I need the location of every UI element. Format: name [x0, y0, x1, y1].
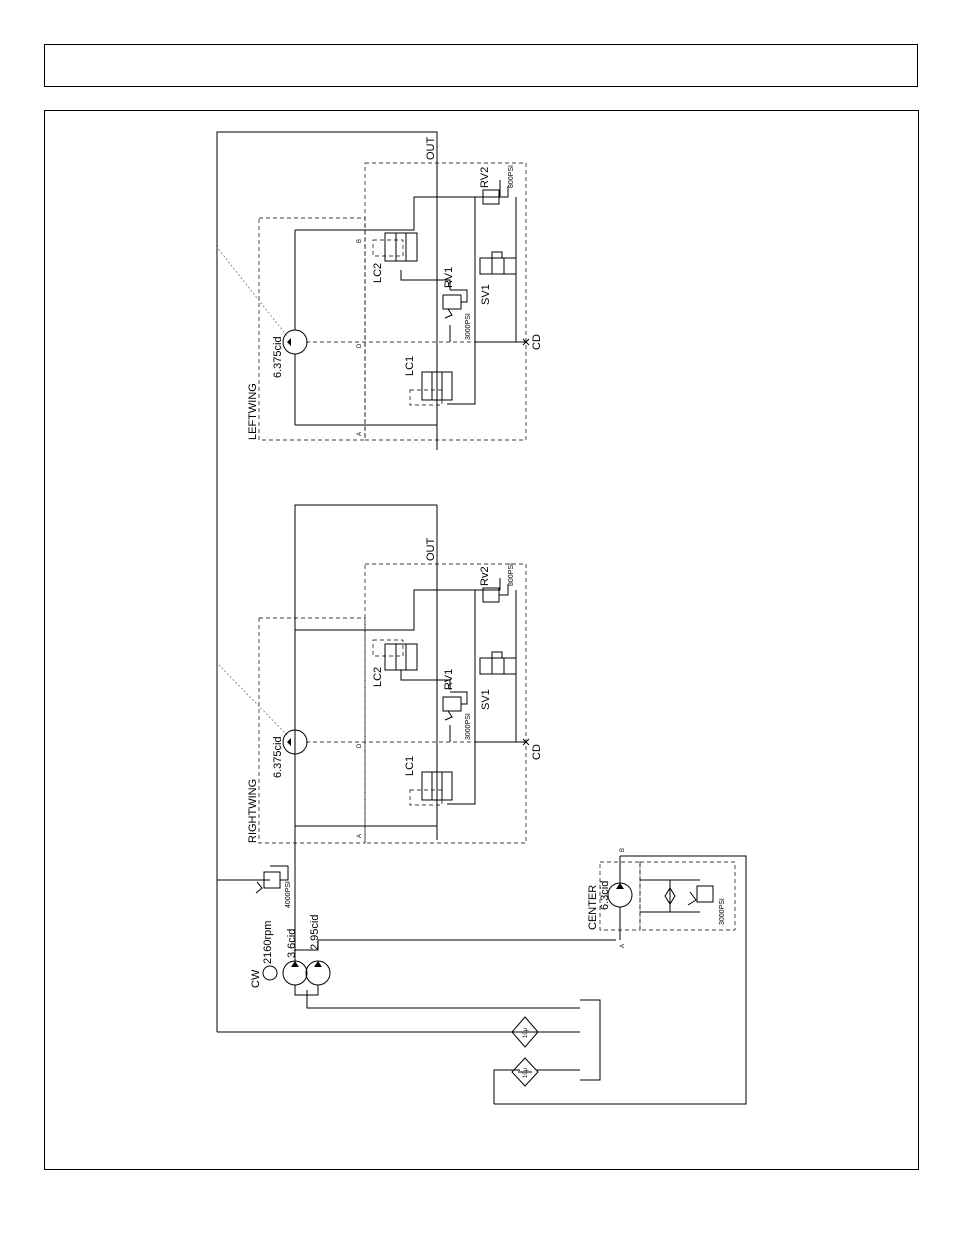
leftwing-port-b: B: [357, 239, 363, 243]
leftwing-port-d: D: [357, 343, 363, 348]
rightwing-rv1-label: RV1: [443, 669, 455, 690]
rightwing-lc1-label: LC1: [404, 756, 416, 776]
rightwing-rv2-label: Rv2: [479, 566, 491, 586]
leftwing-label: LEFTWING: [247, 383, 259, 440]
rightwing-sv1-label: SV1: [480, 689, 492, 710]
leftwing-sv1-label: SV1: [480, 284, 492, 305]
leftwing-port-a: A: [357, 432, 363, 436]
filter2-label: 10μ: [523, 1067, 529, 1078]
center-port-a: A: [620, 944, 626, 948]
rightwing-rv2-psi: 800PSI: [508, 563, 515, 586]
center-motor-label: 6.3cid: [599, 881, 611, 910]
center-port-b: B: [620, 848, 626, 852]
cw-label: CW: [250, 969, 262, 988]
leftwing-lc2-label: LC2: [372, 263, 384, 283]
pump2-label: 2.95cid: [309, 915, 321, 950]
rightwing-label: RIGHTWING: [247, 779, 259, 843]
rightwing-rv1-psi: 3000PSI: [465, 713, 472, 740]
rightwing-cd-label: CD: [531, 744, 543, 760]
center-section: [600, 856, 735, 940]
center-relief-psi: 3000PSI: [719, 898, 726, 925]
main-relief-psi: 4000PSI: [285, 881, 292, 908]
leftwing-rv1-psi: 3000PSI: [465, 313, 472, 340]
leftwing-out-label: OUT: [425, 137, 437, 161]
rightwing-lc2-label: LC2: [372, 667, 384, 687]
leftwing-rv1-label: RV1: [443, 267, 455, 288]
pump1-label: 3.6cid: [286, 929, 298, 958]
rightwing-motor-label: 6.375cid: [272, 736, 284, 778]
leftwing-rv2-psi: 800PSI: [508, 165, 515, 188]
leftwing-lc1-label: LC1: [404, 356, 416, 376]
rightwing-section: [216, 564, 529, 960]
leftwing-rv2-label: RV2: [479, 167, 491, 188]
rightwing-port-d: D: [357, 743, 363, 748]
labels: LEFTWING 6.375cid OUT CD LC2 LC1 RV1 300…: [247, 137, 726, 1079]
leftwing-motor-label: 6.375cid: [272, 336, 284, 378]
filter1-label: 10μ: [523, 1027, 529, 1038]
rpm-label: 2160rpm: [262, 921, 274, 964]
leftwing-cd-label: CD: [531, 334, 543, 350]
rightwing-port-a: A: [357, 834, 363, 838]
rightwing-out-label: OUT: [425, 538, 437, 562]
center-label: CENTER: [587, 885, 599, 930]
